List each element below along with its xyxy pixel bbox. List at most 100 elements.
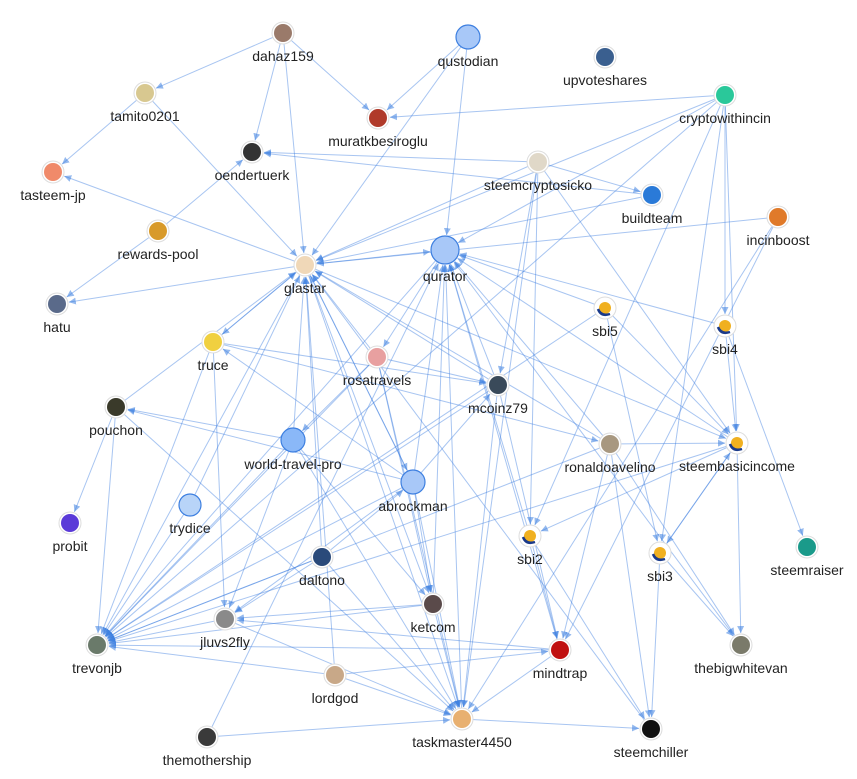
node-label[interactable]: daltono [299, 572, 345, 588]
node-steembasicincome[interactable] [725, 431, 749, 455]
node-label[interactable]: truce [197, 357, 229, 373]
node-label[interactable]: dahaz159 [252, 48, 314, 64]
node-circle[interactable] [455, 24, 481, 50]
node-sbi2[interactable] [518, 524, 542, 548]
edge-dahaz159-to-tamito0201 [155, 32, 284, 89]
edge-cryptowithincin-to-trevonjb [105, 94, 726, 638]
node-label[interactable]: rewards-pool [117, 246, 199, 262]
node-label[interactable]: world-travel-pro [244, 456, 342, 472]
edge-sbi5-to-trevonjb [106, 307, 606, 639]
node-sbi5[interactable] [593, 296, 617, 320]
node-qurator[interactable] [430, 235, 460, 265]
node-label[interactable]: sbi4 [712, 341, 738, 357]
node-circle[interactable] [430, 235, 460, 265]
node-dahaz159[interactable] [271, 21, 295, 45]
node-label[interactable]: jluvs2fly [200, 634, 250, 650]
edge-lordgod-to-taskmaster4450 [334, 674, 451, 717]
node-lordgod[interactable] [323, 663, 347, 687]
avatar-image [88, 636, 106, 654]
node-pouchon[interactable] [104, 395, 128, 419]
edge-rosatravels-to-trevonjb [105, 356, 378, 637]
node-label[interactable]: muratkbesiroglu [328, 133, 428, 149]
edge-daltono-to-glastar [302, 276, 323, 558]
node-steemcryptosicko[interactable] [526, 150, 550, 174]
node-label[interactable]: buildteam [621, 210, 683, 226]
node-label[interactable]: pouchon [89, 422, 143, 438]
node-taskmaster4450[interactable] [450, 707, 474, 731]
node-label[interactable]: themothership [162, 752, 252, 768]
node-thebigwhitevan[interactable] [729, 633, 753, 657]
node-label[interactable]: steembasicincome [679, 458, 795, 474]
node-probit[interactable] [58, 511, 82, 535]
node-upvoteshares[interactable] [593, 45, 617, 69]
node-circle[interactable] [280, 427, 306, 453]
node-oendertuerk[interactable] [240, 140, 264, 164]
node-label[interactable]: taskmaster4450 [412, 734, 512, 750]
node-label[interactable]: probit [52, 538, 88, 554]
node-label[interactable]: sbi2 [517, 551, 543, 567]
node-incinboost[interactable] [766, 205, 790, 229]
node-trydice[interactable] [178, 493, 202, 517]
node-truce[interactable] [201, 330, 225, 354]
node-abrockman[interactable] [400, 469, 426, 495]
node-hatu[interactable] [45, 292, 69, 316]
node-label[interactable]: qurator [422, 268, 468, 284]
node-daltono[interactable] [310, 545, 334, 569]
node-label[interactable]: mcoinz79 [468, 400, 528, 416]
node-themothership[interactable] [195, 725, 219, 749]
edge-steemcryptosicko-to-sbi2 [526, 161, 539, 525]
node-label[interactable]: upvoteshares [562, 72, 648, 88]
node-label[interactable]: ketcom [410, 619, 456, 635]
node-trevonjb[interactable] [85, 633, 109, 657]
node-label[interactable]: steemraiser [770, 562, 844, 578]
node-label[interactable]: glastar [283, 280, 327, 296]
node-sbi4[interactable] [713, 314, 737, 338]
node-jluvs2fly[interactable] [213, 607, 237, 631]
edge-tamito0201-to-tasteem-jp [61, 92, 146, 165]
node-mcoinz79[interactable] [486, 373, 510, 397]
node-ketcom[interactable] [421, 592, 445, 616]
node-label[interactable]: oendertuerk [214, 167, 290, 183]
edge-mcoinz79-to-glastar [314, 270, 499, 386]
node-label[interactable]: sbi3 [647, 568, 673, 584]
avatar-image [296, 256, 314, 274]
node-label[interactable]: trydice [169, 520, 211, 536]
node-ronaldoavelino[interactable] [598, 432, 622, 456]
node-steemraiser[interactable] [795, 535, 819, 559]
node-world-travel-pro[interactable] [280, 427, 306, 453]
edge-glastar-to-trevonjb [102, 264, 306, 635]
node-steemchiller[interactable] [639, 717, 663, 741]
node-label[interactable]: tamito0201 [110, 108, 180, 124]
node-label[interactable]: tasteem-jp [20, 187, 86, 203]
node-label[interactable]: sbi5 [592, 323, 618, 339]
node-label[interactable]: incinboost [746, 232, 810, 248]
node-label[interactable]: steemchiller [613, 744, 689, 760]
node-label[interactable]: abrockman [378, 498, 448, 514]
node-mindtrap[interactable] [548, 638, 572, 662]
node-cryptowithincin[interactable] [713, 83, 737, 107]
node-qustodian[interactable] [455, 24, 481, 50]
edge-cryptowithincin-to-qurator [457, 94, 726, 244]
node-label[interactable]: thebigwhitevan [694, 660, 788, 676]
node-label[interactable]: hatu [43, 319, 71, 335]
node-circle[interactable] [178, 493, 202, 517]
node-buildteam[interactable] [640, 183, 664, 207]
node-label[interactable]: trevonjb [72, 660, 122, 676]
node-label[interactable]: mindtrap [532, 665, 588, 681]
node-rewards-pool[interactable] [146, 219, 170, 243]
sbi-hands-icon [654, 547, 666, 559]
node-muratkbesiroglu[interactable] [366, 106, 390, 130]
node-label[interactable]: steemcryptosicko [483, 177, 593, 193]
node-tamito0201[interactable] [133, 81, 157, 105]
node-rosatravels[interactable] [365, 345, 389, 369]
node-circle[interactable] [400, 469, 426, 495]
node-label[interactable]: lordgod [311, 690, 359, 706]
node-label[interactable]: cryptowithincin [679, 110, 771, 126]
node-tasteem-jp[interactable] [41, 160, 65, 184]
node-label[interactable]: qustodian [437, 53, 499, 69]
edge-daltono-to-trevonjb [107, 556, 323, 642]
node-glastar[interactable] [293, 253, 317, 277]
node-label[interactable]: rosatravels [342, 372, 412, 388]
node-label[interactable]: ronaldoavelino [564, 459, 656, 475]
node-sbi3[interactable] [648, 541, 672, 565]
